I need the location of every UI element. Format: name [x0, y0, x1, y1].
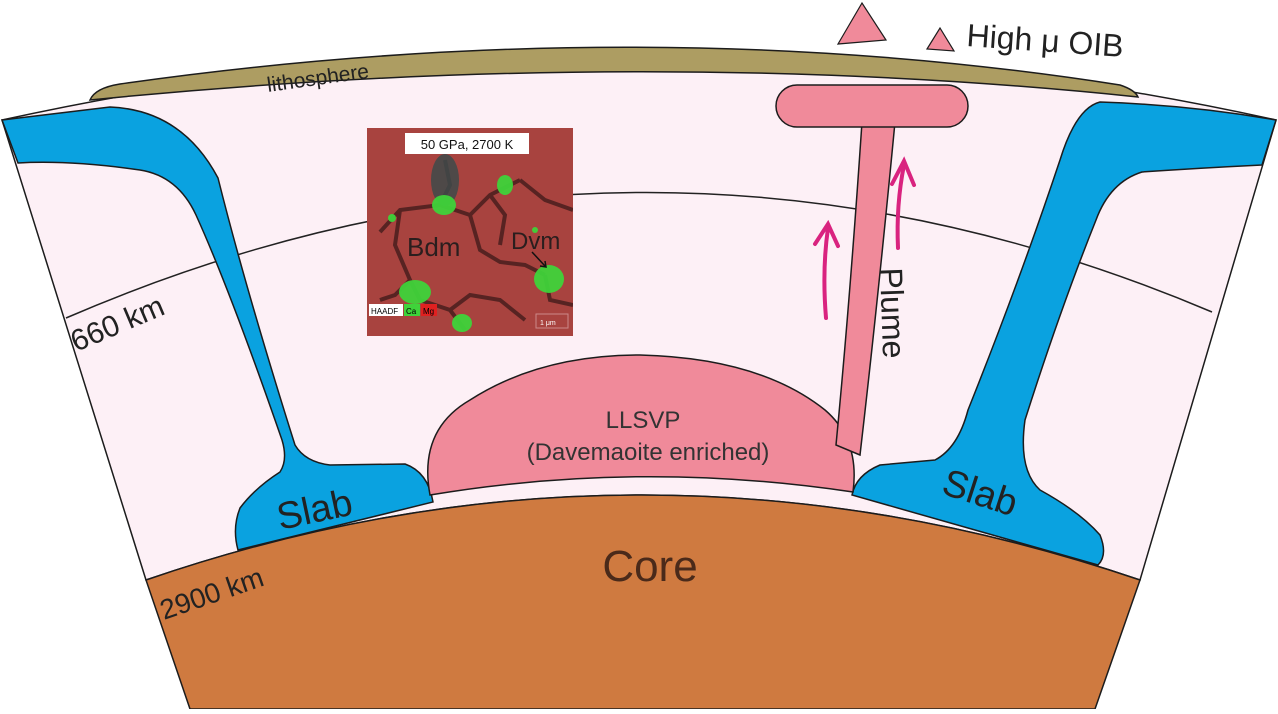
dvm-pointer-arrow	[531, 251, 547, 268]
llsvp-title: LLSVP	[606, 407, 681, 434]
legend-ca: Ca	[406, 307, 417, 316]
dark-void	[431, 154, 459, 206]
legend-haadf-bg	[369, 304, 403, 316]
slab-right-shape	[851, 101, 1277, 566]
llsvp-pile	[427, 354, 855, 496]
inset-condition-label: 50 GPa, 2700 K	[421, 137, 514, 152]
llsvp-subtitle: (Davemaoite enriched)	[527, 439, 770, 466]
legend-mg-bg	[421, 304, 437, 316]
davemaoite-grains	[388, 175, 564, 332]
core-label: Core	[602, 542, 697, 591]
scale-bar-text: 1 μm	[540, 320, 556, 327]
bridgmanite-label: Bdm	[407, 232, 460, 262]
upwelling-arrow-left-icon	[813, 219, 840, 320]
volcano-small-icon	[925, 26, 956, 52]
scale-bar-box	[535, 313, 569, 329]
ocean-island-basalt-label: High μ OIB	[966, 17, 1125, 64]
upwelling-arrow-right-icon	[890, 156, 916, 250]
plume-label: Plume	[873, 267, 912, 359]
lithosphere-layer	[88, 46, 1140, 101]
legend-haadf: HAADF	[371, 307, 398, 316]
legend-ca-bg	[404, 304, 420, 316]
volcano-large-icon	[836, 1, 888, 45]
plume-head	[775, 84, 969, 128]
davemaoite-label: Dvm	[511, 228, 560, 255]
slab-left-shape	[0, 106, 434, 551]
core-region	[145, 494, 1141, 710]
legend-mg: Mg	[423, 307, 434, 316]
condition-label-bg	[405, 133, 529, 154]
microscopy-inset: 1 μm 50 GPa, 2700 K Bdm Dvm HAADF Ca Mg	[367, 128, 573, 336]
